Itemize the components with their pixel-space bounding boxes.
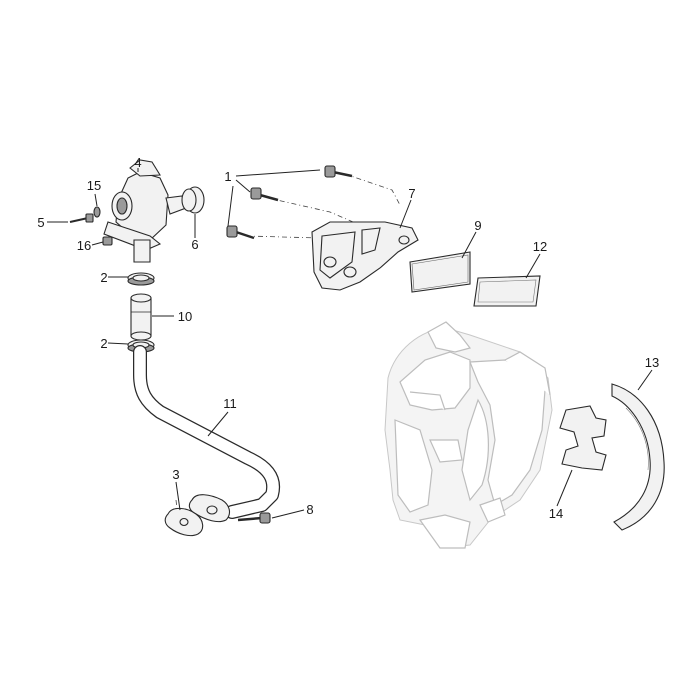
pipe-flange [188, 494, 231, 523]
alignment-lines [175, 173, 401, 519]
bolt-upper-part [324, 165, 353, 178]
callout-3: 3 [172, 467, 179, 482]
bracket-plate-part [559, 405, 607, 471]
callout-15: 15 [87, 178, 101, 193]
callout-10: 10 [178, 309, 192, 324]
callout-8: 8 [306, 502, 313, 517]
hose-connector-part [130, 293, 152, 341]
bolt-middle-part [250, 187, 279, 202]
callout-11: 11 [223, 396, 237, 411]
callout-6: 6 [191, 237, 198, 252]
valve-body [103, 159, 187, 263]
curved-strip-part [611, 383, 665, 531]
nut-part [102, 236, 113, 246]
bolt-lower-part [237, 512, 271, 524]
hose-clamp-upper [127, 272, 155, 286]
callout-2-upper: 2 [100, 270, 107, 285]
plate-part [409, 251, 471, 293]
callout-12: 12 [533, 239, 547, 254]
callout-2-lower: 2 [100, 336, 107, 351]
leader-lines [47, 168, 653, 519]
callout-13: 13 [645, 355, 659, 370]
callout-5: 5 [37, 215, 44, 230]
grommet-part [181, 186, 205, 214]
gasket-part [164, 507, 204, 537]
plate-part-2 [473, 275, 541, 307]
pipe-part [133, 345, 281, 519]
bolt-lower-left-part [226, 225, 255, 240]
callout-1: 1 [224, 169, 231, 184]
callout-4: 4 [134, 155, 141, 170]
bracket-part [311, 221, 419, 291]
callout-14: 14 [549, 506, 563, 521]
callout-labels: 1 2 2 3 4 5 6 7 8 9 10 11 12 13 14 15 16 [37, 155, 659, 521]
washer-part [93, 206, 101, 218]
callout-7: 7 [408, 186, 415, 201]
small-screw-part [69, 213, 94, 223]
crankcase-housing-ghost [384, 321, 553, 549]
callout-9: 9 [474, 218, 481, 233]
callout-16: 16 [77, 238, 91, 253]
